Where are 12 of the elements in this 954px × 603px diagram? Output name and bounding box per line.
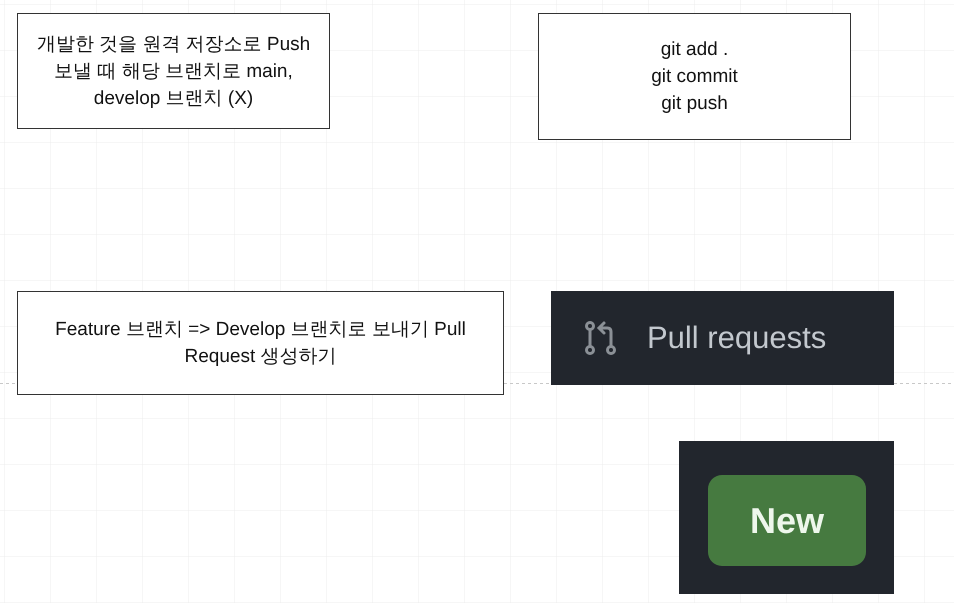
box-text: git commit [651,65,738,89]
tab-label: Pull requests [647,318,826,357]
new-button: New [708,475,866,566]
dark-panel [679,441,894,594]
text-box [538,13,851,140]
text-box [17,291,504,395]
text-box [17,13,330,129]
box-text: 개발한 것을 원격 저장소로 Push 보낼 때 해당 브랜치로 main, develop 브랜치 (X) [36,32,312,110]
box-text: Feature 브랜치 => Develop 브랜치로 보내기 Pull Request 생성하기 [54,318,467,369]
box-text: git add . [660,38,728,62]
box-text: git push [661,92,728,116]
pull-requests-tab [551,291,894,385]
